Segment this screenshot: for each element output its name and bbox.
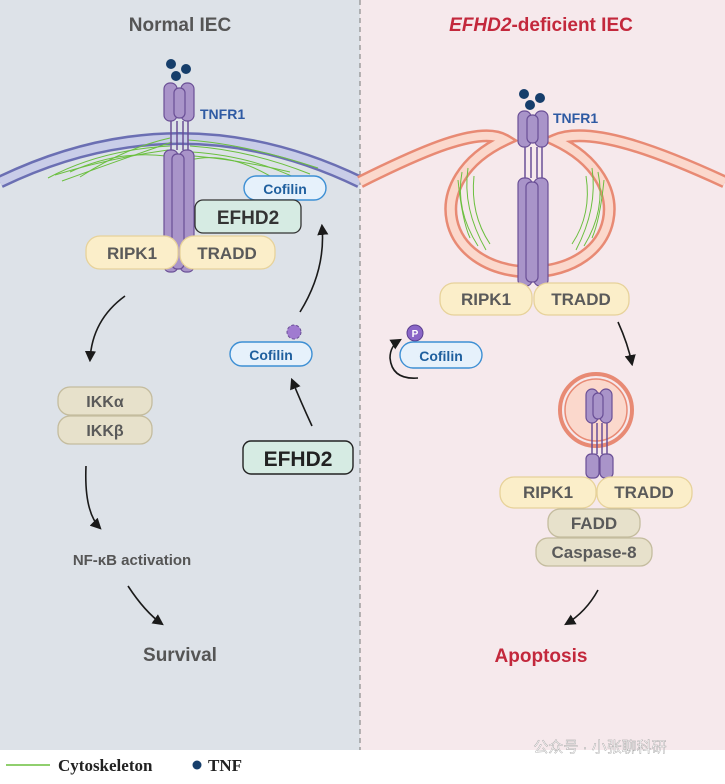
arrow-ikk-to-nfkb xyxy=(84,465,102,530)
arrow-to-apoptosis xyxy=(564,589,599,626)
nfkb-activation-label: NF-κB activation xyxy=(73,552,191,569)
right-cofilin-label: Cofilin xyxy=(419,348,463,364)
endosome-outer xyxy=(558,372,634,448)
endo-ripk1 xyxy=(499,476,597,509)
arrow-complex-to-endosome xyxy=(617,321,636,367)
ikk-beta xyxy=(57,415,153,445)
legend-cytoskeleton-label: Cytoskeleton xyxy=(58,756,153,775)
endosome-receptor xyxy=(585,388,614,479)
left-tradd xyxy=(179,235,276,270)
right-title-rest: -deficient IEC xyxy=(511,15,633,36)
endo-tradd-label: TRADD xyxy=(614,483,674,502)
left-title: Normal IEC xyxy=(129,15,232,36)
left-efhd2-free-label: EFHD2 xyxy=(264,448,333,471)
apoptosis-label: Apoptosis xyxy=(495,646,588,667)
phospho-label: P xyxy=(412,329,419,340)
legend-tnf-swatch xyxy=(192,760,202,770)
left-membrane-inner xyxy=(0,134,362,186)
right-tradd-label: TRADD xyxy=(551,290,611,309)
right-ripk1 xyxy=(439,282,533,316)
left-efhd2-bound xyxy=(194,199,302,234)
right-ripk1-label: RIPK1 xyxy=(461,290,511,309)
left-tnfr1-label: TNFR1 xyxy=(200,106,245,122)
fadd-label: FADD xyxy=(571,514,617,533)
left-cofilin-mid xyxy=(229,341,313,367)
left-tnf xyxy=(166,59,191,81)
ikk-alpha xyxy=(57,386,153,416)
right-tnfr1-label: TNFR1 xyxy=(553,110,598,126)
arrow-ripk1-to-ikk xyxy=(84,295,126,363)
left-efhd2-bound-label: EFHD2 xyxy=(217,208,279,229)
left-cofilin-mid-label: Cofilin xyxy=(249,347,293,363)
survival-label: Survival xyxy=(143,645,217,666)
arrow-cofilin-phospho xyxy=(389,338,419,379)
arrow-cofilin-to-membrane xyxy=(299,223,329,313)
left-panel-bg xyxy=(0,0,360,750)
fadd xyxy=(547,508,641,538)
left-efhd2-free xyxy=(242,440,354,475)
arrow-efhd2-to-cofilin xyxy=(290,377,313,427)
endo-tradd xyxy=(596,476,693,509)
left-ripk1 xyxy=(85,235,179,270)
right-cofilin xyxy=(399,341,483,369)
ikk-beta-label: IKKβ xyxy=(86,423,124,440)
caspase8 xyxy=(535,537,653,567)
right-title-italic: EFHD2 xyxy=(449,15,512,36)
arrow-nfkb-to-survival xyxy=(127,585,164,626)
right-tnfr1-receptor xyxy=(517,110,549,287)
left-tradd-label: TRADD xyxy=(197,244,257,263)
endo-ripk1-label: RIPK1 xyxy=(523,483,573,502)
right-cytoskeleton xyxy=(457,167,605,251)
caspase8-label: Caspase-8 xyxy=(551,543,636,562)
dephospho-blob xyxy=(286,324,302,340)
left-cofilin-top-label: Cofilin xyxy=(263,181,307,197)
phospho-marker xyxy=(406,324,424,342)
watermark: 公众号 · 小张聊科研 xyxy=(533,739,666,756)
right-tradd xyxy=(533,282,630,316)
right-tnf xyxy=(519,89,545,110)
ikk-alpha-label: IKKα xyxy=(86,394,124,411)
left-ripk1-label: RIPK1 xyxy=(107,244,157,263)
legend-tnf-label: TNF xyxy=(208,756,242,775)
right-title: EFHD2-deficient IEC xyxy=(449,15,633,36)
